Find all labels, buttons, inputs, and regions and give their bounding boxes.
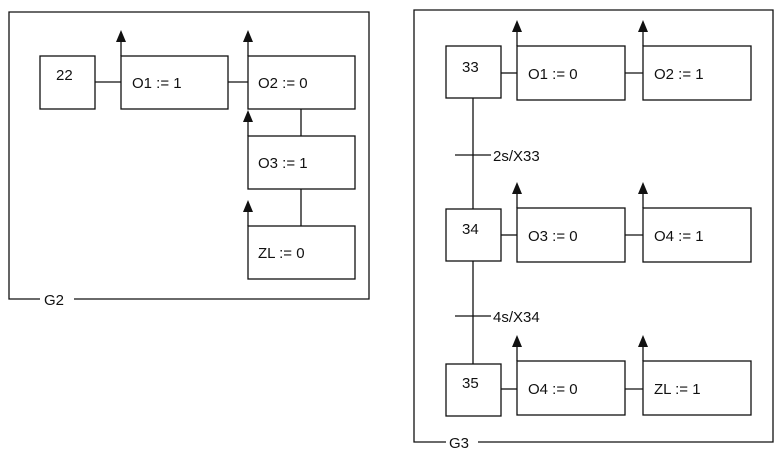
- action-g2-o1-arrow-icon: [116, 30, 126, 42]
- step-22-label: 22: [56, 67, 73, 84]
- action-s33-o1-text: O1 := 0: [528, 66, 578, 83]
- action-s34-o4-arrow-icon: [638, 182, 648, 194]
- step-33[interactable]: [445, 45, 502, 99]
- step-33-label: 33: [462, 59, 479, 76]
- group-g2-label: G2: [44, 292, 64, 309]
- action-g2-zl: [247, 225, 356, 280]
- transition-34-35-condition: 4s/X34: [493, 309, 540, 326]
- step-34[interactable]: [445, 208, 502, 262]
- group-g2: G2 22 O1 := 1 O2 := 0 O3 := 1 ZL := 0: [8, 11, 370, 309]
- action-s34-o4-text: O4 := 1: [654, 228, 704, 245]
- step-34-label: 34: [462, 221, 479, 238]
- action-s33-o1-arrow-icon: [512, 20, 522, 32]
- action-s35-zl-text: ZL := 1: [654, 381, 701, 398]
- action-g2-o2-text: O2 := 0: [258, 75, 308, 92]
- transition-33-34-condition: 2s/X33: [493, 148, 540, 165]
- step-35[interactable]: [445, 363, 502, 417]
- action-g2-o2-arrow-icon: [243, 30, 253, 42]
- group-g3: G3 33 O1 := 0 O2 := 1 2s/X33 34 O3 := 0 …: [413, 9, 774, 452]
- action-s34-o4: [642, 207, 752, 263]
- step-35-label: 35: [462, 375, 479, 392]
- action-s33-o2-text: O2 := 1: [654, 66, 704, 83]
- action-g2-o3-arrow-icon: [243, 110, 253, 122]
- action-g2-zl-text: ZL := 0: [258, 245, 305, 262]
- action-s35-zl: [642, 360, 752, 416]
- action-g2-o2: [247, 55, 356, 110]
- action-s33-o1: [516, 45, 626, 101]
- action-g2-o1: [120, 55, 229, 110]
- action-g2-o3: [247, 135, 356, 190]
- group-g3-label: G3: [449, 435, 469, 452]
- action-g2-o3-text: O3 := 1: [258, 155, 308, 172]
- action-s33-o2: [642, 45, 752, 101]
- action-s34-o3: [516, 207, 626, 263]
- action-s34-o3-text: O3 := 0: [528, 228, 578, 245]
- action-s35-o4-arrow-icon: [512, 335, 522, 347]
- action-s35-zl-arrow-icon: [638, 335, 648, 347]
- group-g2-frame: [8, 11, 370, 300]
- action-g2-zl-arrow-icon: [243, 200, 253, 212]
- action-s34-o3-arrow-icon: [512, 182, 522, 194]
- action-g2-o1-text: O1 := 1: [132, 75, 182, 92]
- action-s35-o4: [516, 360, 626, 416]
- action-s35-o4-text: O4 := 0: [528, 381, 578, 398]
- group-g3-frame: [413, 9, 774, 443]
- action-s33-o2-arrow-icon: [638, 20, 648, 32]
